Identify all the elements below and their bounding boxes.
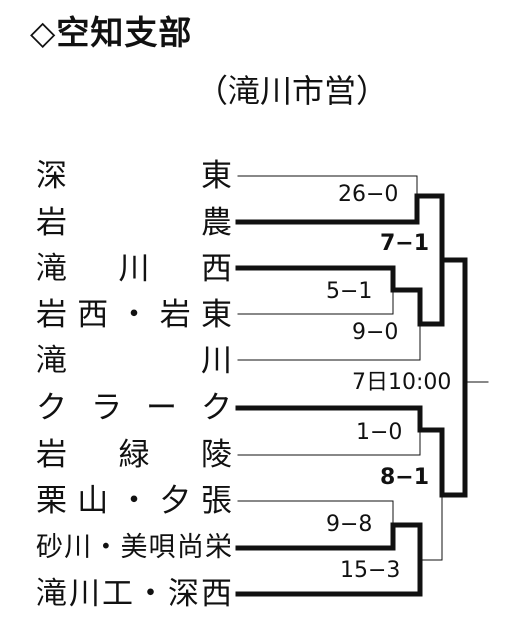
bracket-line-team-6 [235, 405, 423, 433]
bracket-line-team-9 [235, 522, 396, 551]
score-semifinal-bottom: 8−1 [380, 465, 430, 490]
team-1: 深 東 [36, 158, 232, 194]
score-semifinal-top: 7−1 [380, 231, 430, 256]
bracket-line-finalist-top [439, 257, 468, 385]
team-4: 岩西・岩東 [36, 297, 232, 333]
page-title: ◇空知支部 [30, 13, 193, 52]
final-schedule: 7日10:00 [352, 370, 452, 395]
team-5: 滝 川 [36, 343, 232, 379]
bracket-line-team-3 [235, 265, 396, 293]
score-match-2: 5−1 [326, 279, 373, 304]
team-6: ク ラ ー ク [36, 390, 232, 426]
bracket-line-semi-top-upper [414, 193, 445, 263]
score-match-6: 15−3 [340, 558, 401, 583]
bracket-line-team-2 [235, 193, 420, 225]
team-7: 岩 緑 陵 [36, 437, 232, 473]
bracket-line-finalist-bottom [439, 379, 468, 498]
team-3: 滝 川 西 [36, 251, 232, 287]
bracket-line-semi-top-lower [417, 257, 445, 327]
venue-label: （滝川市営） [196, 72, 389, 110]
bracket-line-semi-bottom-lower [419, 494, 443, 561]
bracket-line-team-10 [235, 557, 423, 597]
bracket-line-team-4 [237, 289, 394, 315]
bracket-line-team-5 [237, 323, 421, 361]
team-9: 砂川・美唄尚栄 [36, 532, 232, 563]
score-match-5: 9−8 [326, 512, 373, 537]
bracket-line-winner-8-9 [390, 522, 423, 563]
score-match-1: 26−0 [338, 182, 399, 207]
team-10: 滝川工・深西 [36, 576, 232, 612]
bracket-line-semi-bottom-upper [417, 427, 445, 498]
bracket-line-team-7 [237, 429, 421, 456]
score-match-3: 9−0 [352, 320, 399, 345]
bracket-line-team-8 [237, 500, 394, 526]
bracket-line-team-1 [237, 175, 418, 197]
team-8: 栗山・夕張 [36, 483, 232, 519]
bracket-line-winner-3-4 [390, 287, 423, 327]
team-2: 岩 農 [36, 205, 232, 241]
score-match-4: 1−0 [356, 420, 403, 445]
